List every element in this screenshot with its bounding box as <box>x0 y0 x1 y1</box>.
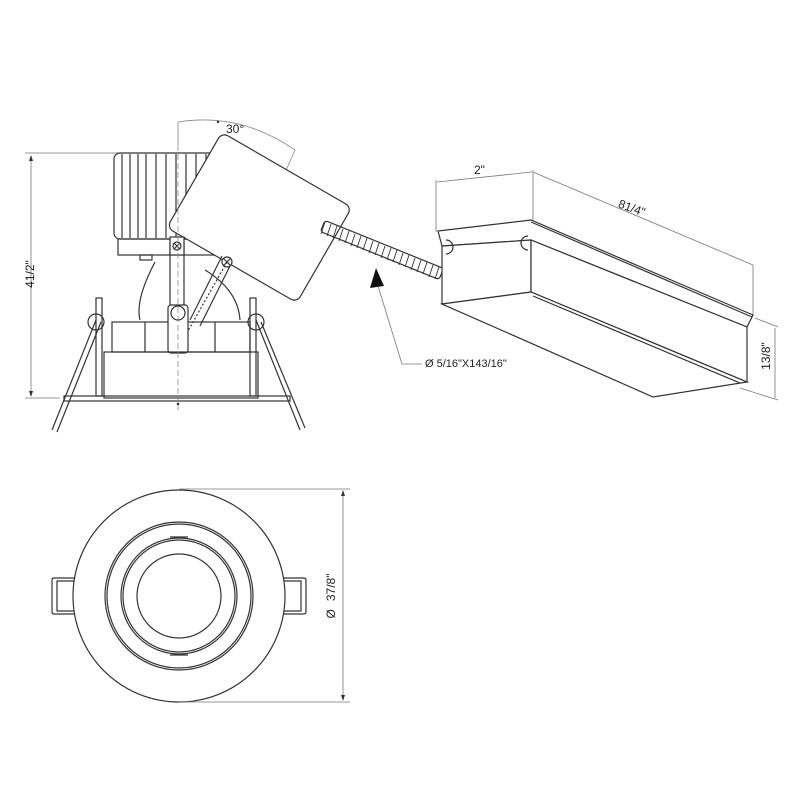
conduit-label: Ø 5/16"X143/16" <box>425 358 507 370</box>
diameter-symbol: Ø <box>324 609 338 619</box>
flex-conduit <box>320 220 444 365</box>
fixture-side-view <box>25 119 350 433</box>
fixture-height-label: 41/2" <box>23 260 37 288</box>
trim-diameter-label: Ø 37/8" <box>324 561 338 631</box>
tilt-angle-label: 30° <box>226 122 245 136</box>
box-height-label: 13/8" <box>759 342 773 370</box>
trim-top-view <box>51 488 350 703</box>
box-width-label: 2" <box>474 163 485 177</box>
junction-box <box>435 170 779 401</box>
trim-diameter-value: 37/8" <box>324 573 338 602</box>
